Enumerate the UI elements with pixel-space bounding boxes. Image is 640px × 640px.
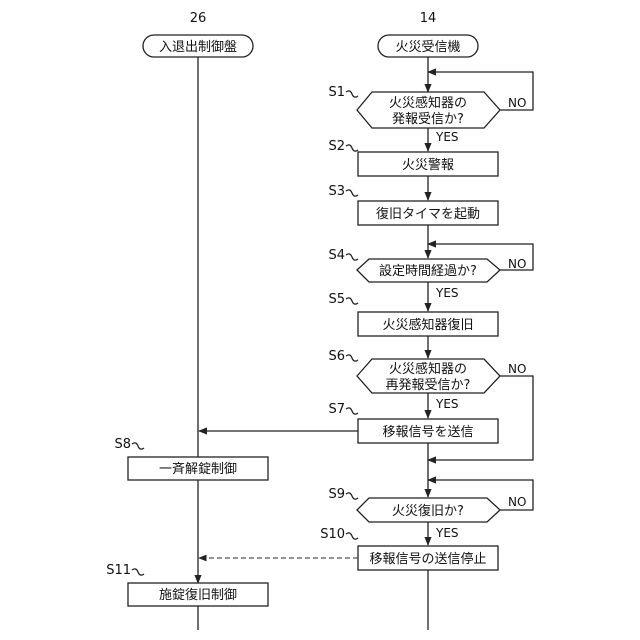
s4-id: S4 [328,248,345,263]
s9-text: 火災復旧か? [392,503,464,519]
s6-id-squiggle [346,355,358,361]
s9-id: S9 [328,487,345,502]
s4-no: NO [508,257,526,271]
s10-id-squiggle [346,533,358,539]
s1-id-squiggle [346,91,358,97]
s11-id-squiggle [132,569,144,575]
s1-line2: 発報受信か? [392,112,464,127]
s5-id: S5 [328,292,345,307]
s11-id: S11 [106,563,131,578]
s2-id-squiggle [346,145,358,151]
s7-id: S7 [328,402,345,417]
s4-id-squiggle [346,254,358,260]
s5-text: 火災感知器復旧 [382,317,473,333]
s6-yes: YES [435,397,459,411]
s8-id: S8 [114,437,131,452]
s3-id: S3 [328,184,345,199]
s11-text: 施錠復旧制御 [159,587,237,603]
s5-id-squiggle [346,298,358,304]
s8-text: 一斉解錠制御 [159,461,237,477]
s3-text: 復旧タイマを起動 [376,206,480,222]
s8-id-squiggle [132,443,144,449]
s10-text: 移報信号の送信停止 [369,551,486,567]
lane-title-right: 火災受信機 [395,40,460,55]
s1-id: S1 [328,85,345,100]
s4-yes: YES [435,286,459,300]
s6-id: S6 [328,349,345,364]
lane-ref-left: 26 [190,11,207,26]
s6-line2: 再発報受信か? [386,378,471,393]
s7-id-squiggle [346,408,358,414]
s1-no: NO [508,96,526,110]
s6-no: NO [508,362,526,376]
s7-text: 移報信号を送信 [382,425,473,440]
s1-line1: 火災感知器の [389,95,467,111]
s4-text: 設定時間経過か? [379,263,477,279]
s3-id-squiggle [346,190,358,196]
s9-id-squiggle [346,493,358,499]
lane-title-left: 入退出制御盤 [159,40,237,55]
s10-id: S10 [320,527,345,542]
s9-yes: YES [435,526,459,540]
lane-ref-right: 14 [420,11,437,26]
s9-no: NO [508,495,526,509]
s1-yes: YES [435,130,459,144]
s6-line1: 火災感知器の [389,361,467,377]
s2-id: S2 [328,139,345,154]
s2-text: 火災警報 [402,157,454,173]
